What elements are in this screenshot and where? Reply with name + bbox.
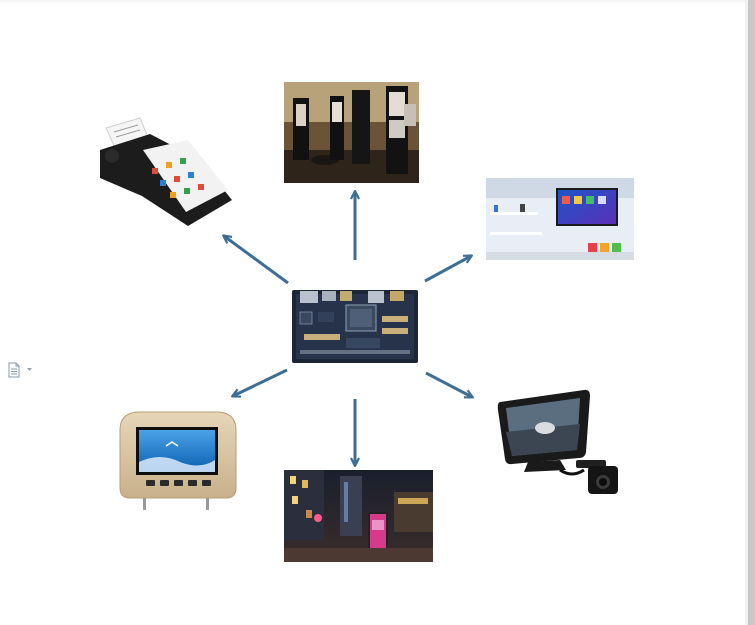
arrow-to-pos-terminal — [224, 236, 288, 283]
car-monitor-camera-image — [498, 390, 618, 494]
arrow-to-car-monitor — [426, 373, 472, 397]
arrow-to-smart-tv — [425, 256, 471, 281]
pos-terminal-image — [94, 118, 232, 229]
arrow-to-headrest — [233, 370, 287, 396]
digital-signage-kiosks-image — [284, 82, 419, 183]
street-advertising-image — [284, 470, 433, 562]
smart-tv-display-image — [486, 178, 634, 260]
vertical-scrollbar[interactable] — [748, 0, 755, 625]
headrest-monitor-image — [120, 412, 236, 510]
embedded-board — [292, 290, 418, 363]
